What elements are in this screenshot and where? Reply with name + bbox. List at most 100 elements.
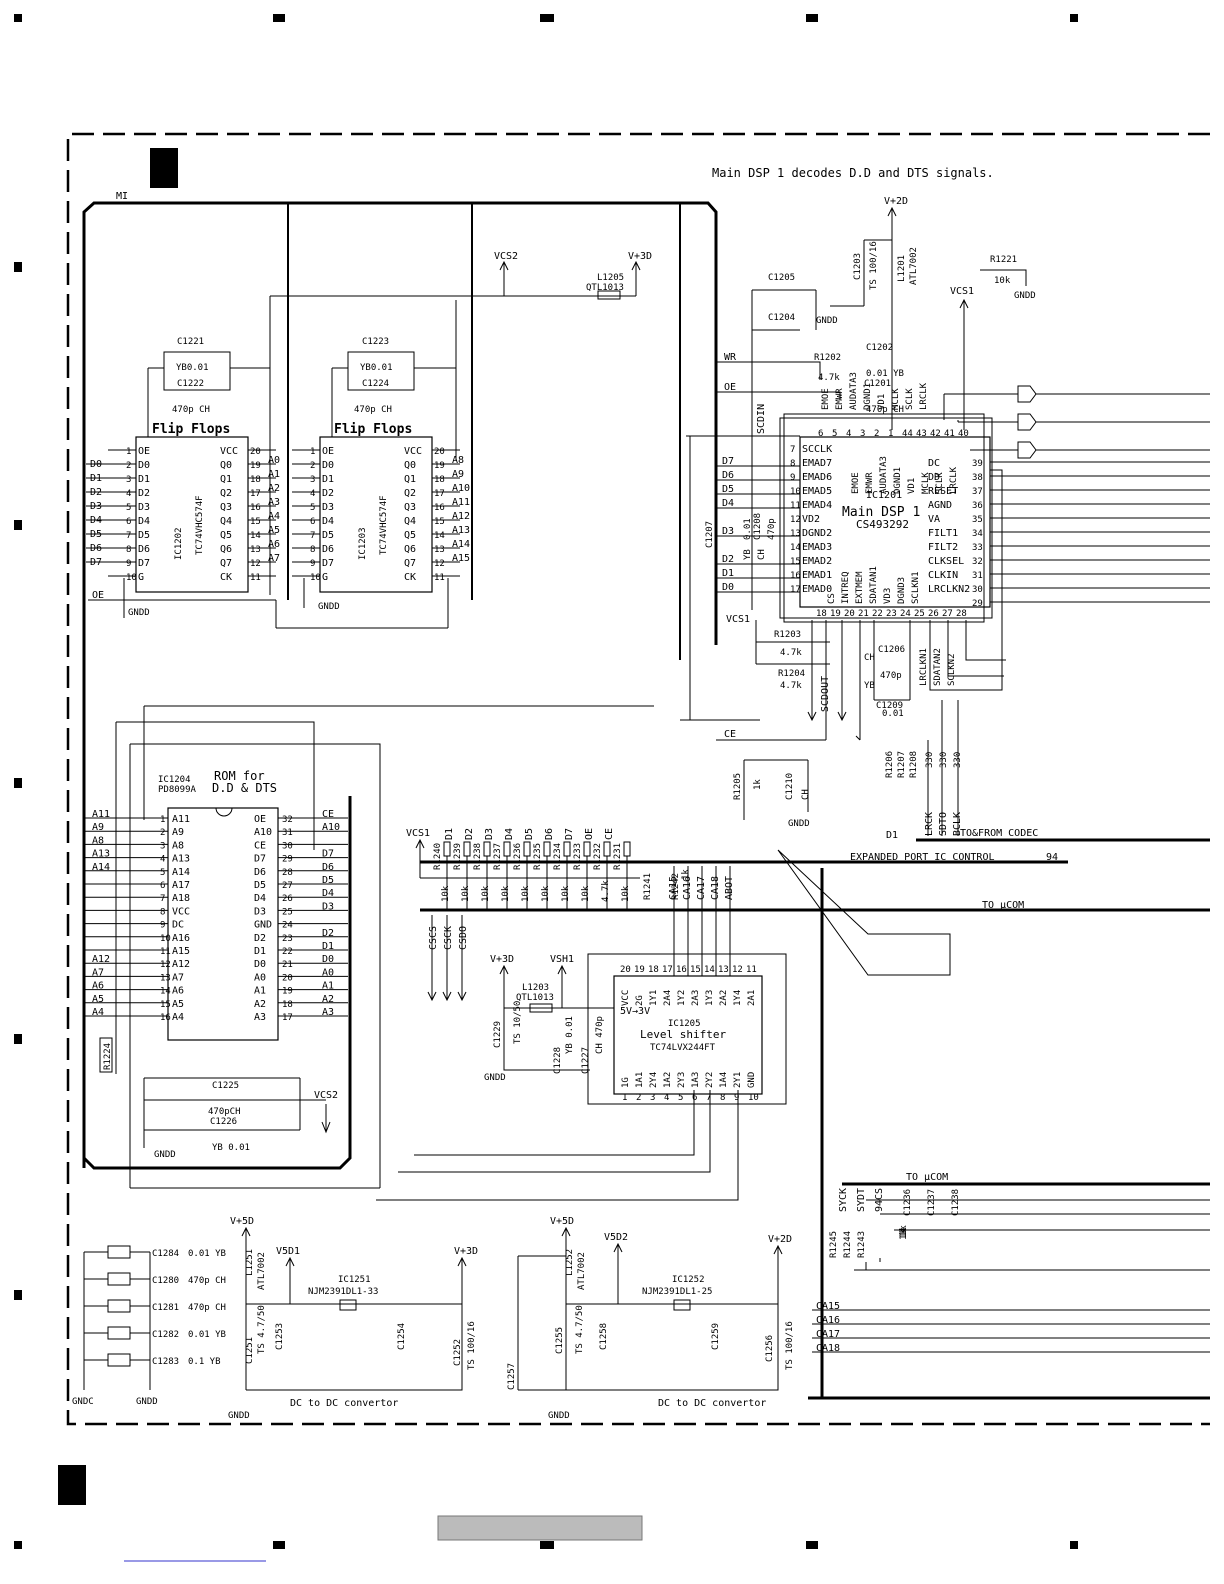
- ff2-lpin-name: D0: [322, 460, 334, 471]
- pullup-val: 10k: [481, 885, 491, 902]
- dsp-top-num: 40: [958, 429, 969, 439]
- bypass-ref: C1284: [152, 1249, 179, 1259]
- dc1-title: DC to DC convertor: [290, 1398, 398, 1409]
- ff1-rpin-name: Q3: [220, 502, 232, 513]
- shifter-top-num: 15: [690, 965, 701, 975]
- ff1-lpin-num: 2: [126, 461, 131, 471]
- dsp-lpin-name: EMAD2: [802, 556, 832, 567]
- dsp-rpin-num: 38: [972, 473, 983, 483]
- ff2-cap-b: C1224: [362, 379, 389, 389]
- gndd-c1203: GNDD: [816, 316, 838, 326]
- dsp-rpin-num: 34: [972, 529, 983, 539]
- ucom-cap: C1236: [903, 1189, 913, 1216]
- shifter-dir: 5V→3V: [620, 1006, 650, 1017]
- rom-lpin-num: 7: [160, 894, 165, 904]
- dsp-rpin-name: RESET: [928, 486, 958, 497]
- oe-dsp-label: OE: [724, 382, 736, 393]
- ff1-out-net: A1: [268, 469, 280, 480]
- rom-left-net: A6: [92, 981, 104, 992]
- rom-lpin-num: 3: [160, 841, 165, 851]
- c1210-ref: C1210: [785, 773, 795, 800]
- c1256-ref: C1256: [765, 1335, 775, 1362]
- rom-lpin-num: 9: [160, 921, 165, 931]
- cs-net: CSCK: [443, 926, 454, 950]
- shifter-top-num: 19: [634, 965, 645, 975]
- rail-v2d-dc2: V+2D: [768, 1234, 792, 1245]
- ff1-cap-a-val: YB0.01: [176, 363, 209, 373]
- dsp-top-name-in: AUDATA3: [879, 456, 889, 494]
- ff1-cap-b-val: 470p CH: [172, 405, 210, 415]
- c1207-val: 0.01: [743, 518, 753, 540]
- pullup-net: D6: [544, 828, 555, 840]
- rom-right-net: D7: [322, 849, 334, 860]
- dsp-bus-net: D5: [722, 484, 734, 495]
- ff2-lpin-name: D2: [322, 488, 334, 499]
- rom-rpin-name: GND: [254, 920, 272, 931]
- gndd-rom: GNDD: [154, 1150, 176, 1160]
- rom-rpin-num: 18: [282, 1000, 293, 1010]
- pullup-net: D7: [564, 828, 575, 840]
- rom-lpin-name: A8: [172, 840, 184, 851]
- dsp-lpin-num: 11: [790, 501, 801, 511]
- ucom-res-val: 1k: [899, 1227, 909, 1238]
- lrck-label: LRCK: [924, 812, 935, 836]
- gndd-bypass: GNDD: [136, 1397, 158, 1407]
- shifter-top-name: 2A4: [663, 990, 673, 1006]
- bypass-val: 470p CH: [188, 1276, 226, 1286]
- l1251-ref: L1251: [245, 1249, 255, 1276]
- rom-lpin-num: 4: [160, 855, 165, 865]
- ce-dsp-label: CE: [724, 729, 736, 740]
- r1207-ref: R1207: [897, 751, 907, 778]
- rom-rpin-name: D3: [254, 906, 266, 917]
- dsp-bot-name: SCLKN1: [911, 571, 921, 604]
- l1205-val: QTL1013: [586, 283, 624, 293]
- dsp-lpin-num: 8: [790, 459, 795, 469]
- rom-rpin-name: CE: [254, 840, 266, 851]
- dsp-top-num: 42: [930, 429, 941, 439]
- dsp-bot-name: DGND3: [897, 577, 907, 604]
- dsp-rpin-name: AGND: [928, 500, 952, 511]
- ff2-cap-b-val: 470p CH: [354, 405, 392, 415]
- pullup-net: CE: [604, 828, 615, 840]
- dsp-bot-num: 18: [816, 609, 827, 619]
- dsp-lpin-num: 17: [790, 585, 801, 595]
- r1224-ref: R1224: [103, 1043, 113, 1070]
- ff1-rpin-num: 15: [250, 517, 261, 527]
- dsp-bot-num: 27: [942, 609, 953, 619]
- rom-rpin-num: 30: [282, 841, 293, 851]
- rom-rpin-num: 17: [282, 1013, 293, 1023]
- rail-v3d-dc1: V+3D: [454, 1246, 478, 1257]
- ucom-res-ref: R1245: [829, 1231, 839, 1258]
- rom-lpin-num: 16: [160, 1013, 171, 1023]
- gndc-label: GNDC: [72, 1397, 94, 1407]
- bypass-val: 0.01 YB: [188, 1249, 226, 1259]
- shifter-bot-num: 1: [622, 1093, 627, 1103]
- r1206-ref: R1206: [885, 751, 895, 778]
- c1208-ch: CH: [757, 549, 767, 560]
- gndd-c1210: GNDD: [788, 819, 810, 829]
- ic1252-part: NJM2391DL1-25: [642, 1287, 712, 1297]
- dsp-bus-net: D1: [722, 568, 734, 579]
- ff1-lpin-num: 8: [126, 545, 131, 555]
- rom-rpin-num: 29: [282, 855, 293, 865]
- ff1-lpin-num: 1: [126, 447, 131, 457]
- rom-right-net: D4: [322, 888, 334, 899]
- dsp-lpin-num: 15: [790, 557, 801, 567]
- rom-lpin-num: 13: [160, 973, 171, 983]
- ff2-lpin-name: OE: [322, 446, 334, 457]
- c1229-ref: C1229: [493, 1021, 503, 1048]
- c1255-ref: C1255: [555, 1327, 565, 1354]
- ff1-lpin-name: D4: [138, 516, 150, 527]
- ff2-lpin-num: 10: [310, 573, 321, 583]
- dsp-bot-num: 20: [844, 609, 855, 619]
- c1258-ref: C1258: [599, 1323, 609, 1350]
- ucom-res-ref: R1243: [857, 1231, 867, 1258]
- c1206-ch: CH: [864, 653, 875, 663]
- dsp-bot-name: SDATAN1: [869, 566, 879, 604]
- dsp-top-name: LRCLK: [919, 382, 929, 410]
- dc2-title: DC to DC convertor: [658, 1398, 766, 1409]
- c1251-val: TS 4.7/50: [257, 1305, 267, 1354]
- r1241-ref: R1241: [643, 873, 653, 900]
- shifter-bot-num: 3: [650, 1093, 655, 1103]
